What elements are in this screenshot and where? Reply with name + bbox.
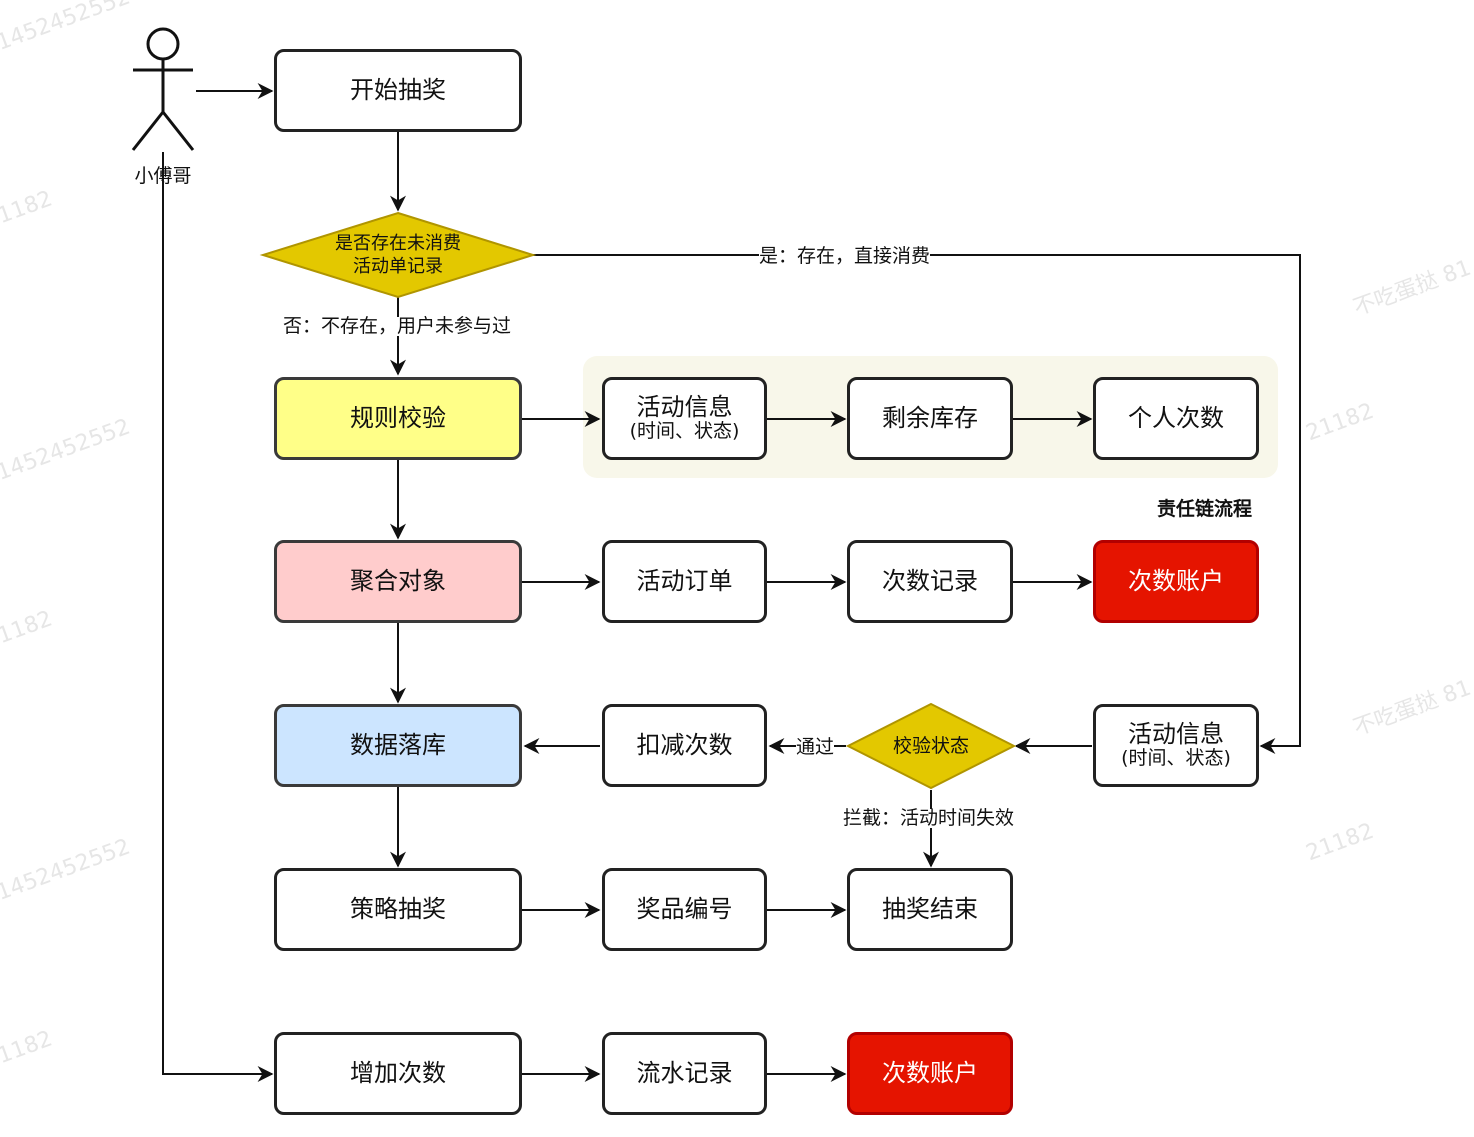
chain-group-title: 责任链流程 xyxy=(1157,498,1253,520)
activity-info-title: 活动信息 xyxy=(636,392,733,421)
personal-count-label: 个人次数 xyxy=(1128,403,1224,432)
prize-id-label: 奖品编号 xyxy=(636,894,733,923)
deduct-count-node[interactable]: 扣减次数 xyxy=(602,704,767,787)
count-account-2-label: 次数账户 xyxy=(882,1058,978,1087)
count-account-node[interactable]: 次数账户 xyxy=(1093,540,1259,623)
activity-info-2-sub: (时间、状态) xyxy=(1121,747,1231,770)
activity-info-sub: (时间、状态) xyxy=(629,420,740,443)
start-draw-label: 开始抽奖 xyxy=(350,75,446,104)
activity-info-2-title: 活动信息 xyxy=(1128,719,1224,748)
prize-id-node[interactable]: 奖品编号 xyxy=(602,868,767,951)
count-account-label: 次数账户 xyxy=(1128,566,1224,595)
aggregate-label: 聚合对象 xyxy=(350,566,446,595)
data-persist-label: 数据落库 xyxy=(350,730,446,759)
draw-end-node[interactable]: 抽奖结束 xyxy=(847,868,1013,951)
start-draw-node[interactable]: 开始抽奖 xyxy=(274,49,522,132)
activity-order-node[interactable]: 活动订单 xyxy=(602,540,767,623)
data-persist-node[interactable]: 数据落库 xyxy=(274,704,522,787)
aggregate-node[interactable]: 聚合对象 xyxy=(274,540,522,623)
remaining-stock-node[interactable]: 剩余库存 xyxy=(847,377,1013,460)
decision-check-status-label: 校验状态 xyxy=(892,734,969,757)
flow-record-label: 流水记录 xyxy=(636,1058,733,1087)
decision-unconsumed-line1: 是否存在未消费 xyxy=(335,232,461,254)
rule-check-label: 规则校验 xyxy=(350,403,446,432)
decision-unconsumed-shape xyxy=(259,211,537,299)
strategy-draw-node[interactable]: 策略抽奖 xyxy=(274,868,522,951)
add-count-label: 增加次数 xyxy=(350,1058,446,1087)
count-account-2-node[interactable]: 次数账户 xyxy=(847,1032,1013,1115)
edge-label-pass: 通过 xyxy=(796,736,835,758)
personal-count-node[interactable]: 个人次数 xyxy=(1093,377,1259,460)
actor-name: 小傅哥 xyxy=(134,165,192,187)
activity-order-label: 活动订单 xyxy=(636,566,733,595)
decision-check-status-shape xyxy=(845,702,1017,790)
edge-label-yes: 是：存在，直接消费 xyxy=(759,245,931,267)
decision-unconsumed[interactable]: 是否存在未消费 活动单记录 xyxy=(263,213,533,297)
decision-unconsumed-line2: 活动单记录 xyxy=(353,256,443,277)
count-record-label: 次数记录 xyxy=(882,566,978,595)
decision-check-status[interactable]: 校验状态 xyxy=(848,704,1014,788)
edge-actor-addcount xyxy=(162,152,274,1082)
rule-check-node[interactable]: 规则校验 xyxy=(274,377,522,460)
edge-label-intercept: 拦截：活动时间失效 xyxy=(843,807,1015,829)
stick-figure-icon xyxy=(131,27,195,151)
count-record-node[interactable]: 次数记录 xyxy=(847,540,1013,623)
flow-record-node[interactable]: 流水记录 xyxy=(602,1032,767,1115)
add-count-node[interactable]: 增加次数 xyxy=(274,1032,522,1115)
edge-label-no: 否：不存在，用户未参与过 xyxy=(283,315,512,337)
activity-info-node[interactable]: 活动信息 (时间、状态) xyxy=(602,377,767,460)
draw-end-label: 抽奖结束 xyxy=(882,894,978,923)
strategy-draw-label: 策略抽奖 xyxy=(350,894,446,923)
deduct-count-label: 扣减次数 xyxy=(636,730,733,759)
activity-info-2-node[interactable]: 活动信息 (时间、状态) xyxy=(1093,704,1259,787)
remaining-stock-label: 剩余库存 xyxy=(882,403,978,432)
